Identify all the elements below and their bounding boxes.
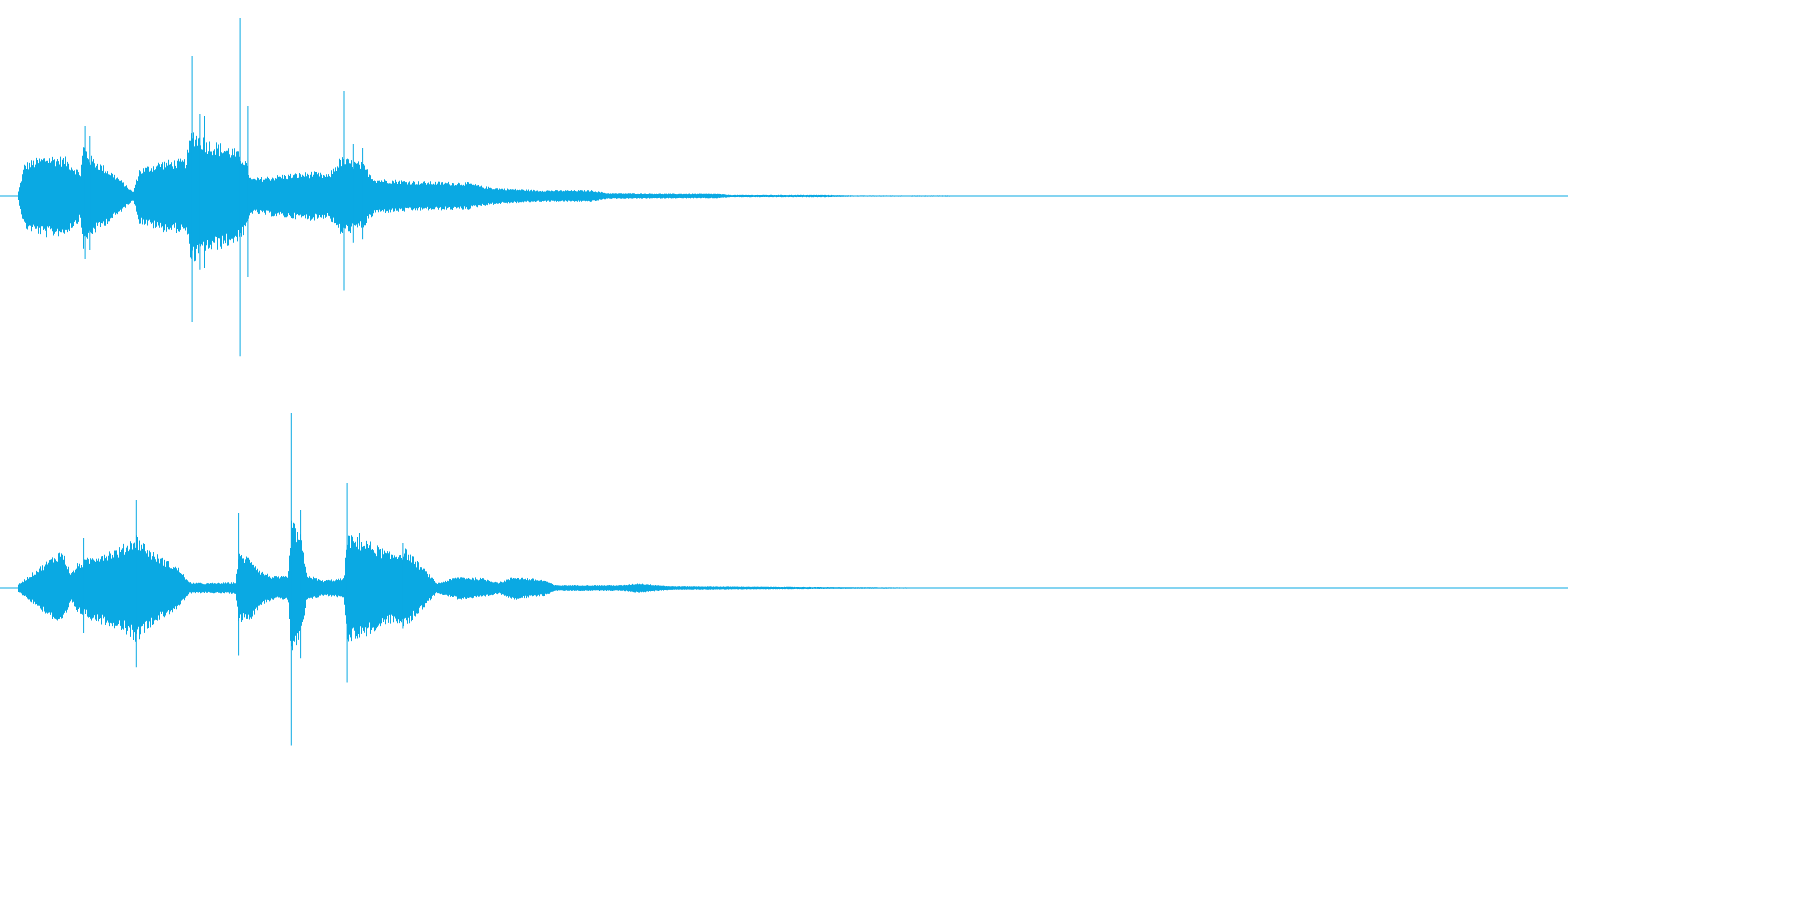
lower-channel-body	[18, 520, 1088, 651]
upper-channel-waveform	[0, 18, 1568, 357]
upper-channel-body	[18, 132, 974, 262]
lower-channel-spikes	[83, 413, 404, 746]
lower-channel-waveform	[0, 413, 1568, 746]
waveform-display	[0, 18, 1568, 746]
upper-channel-spikes	[84, 18, 364, 357]
